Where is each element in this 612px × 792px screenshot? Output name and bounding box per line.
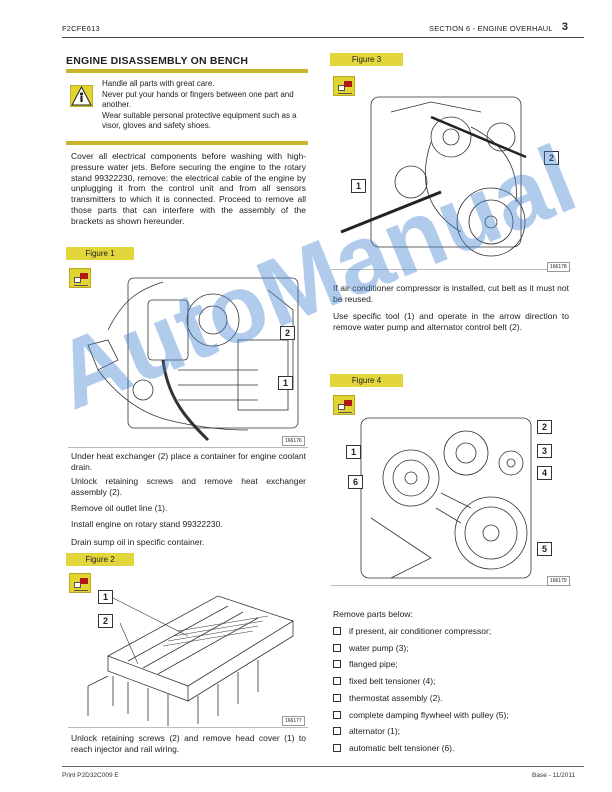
figure-2-image: 1 2 166177 — [68, 576, 308, 728]
callout-2: 2 — [280, 326, 295, 340]
section-heading-bar: ENGINE DISASSEMBLY ON BENCH — [66, 51, 308, 73]
print-code: Print P2D32C009 E — [62, 772, 119, 779]
callout-1: 1 — [278, 376, 293, 390]
warning-divider — [66, 141, 308, 145]
checkbox-icon — [333, 711, 341, 719]
step: Use specific tool (1) and operate in the… — [333, 311, 569, 332]
step: Remove oil outlet line (1). — [71, 503, 168, 513]
step: If air conditioner compressor is install… — [333, 283, 569, 304]
warning-person-icon — [70, 85, 93, 107]
checkbox-icon — [333, 727, 341, 735]
header-divider — [62, 37, 584, 38]
figure-4-icon — [333, 395, 355, 415]
warning-line: Wear suitable personal protective equipm… — [102, 110, 297, 131]
figure-code: 166179 — [547, 576, 570, 586]
safety-warning: Handle all parts with great care. Never … — [66, 79, 308, 135]
figure-2-label: Figure 2 — [66, 553, 134, 566]
section-heading: ENGINE DISASSEMBLY ON BENCH — [66, 55, 249, 67]
checkbox-icon — [333, 694, 341, 702]
callout-2: 2 — [98, 614, 113, 628]
figure-2-icon — [69, 573, 91, 593]
callout-2: 2 — [544, 151, 559, 165]
belt-drive-drawing — [340, 96, 527, 257]
remove-intro: Remove parts below: — [333, 609, 413, 619]
step: Unlock retaining screws (2) and remove h… — [71, 733, 306, 754]
head-cover-drawing — [87, 595, 294, 726]
warning-line: Never put your hands or fingers between … — [102, 89, 294, 110]
step: Under heat exchanger (2) place a contain… — [71, 451, 306, 472]
warning-line: Handle all parts with great care. — [102, 79, 215, 88]
figure-4-image: 2 1 3 4 6 5 166179 — [331, 408, 571, 586]
figure-1-image: 2 1 166176 — [68, 270, 308, 448]
callout-1: 1 — [351, 179, 366, 193]
figure-3-image: 2 1 166178 — [331, 82, 571, 272]
callout-5: 5 — [537, 542, 552, 556]
figure-code: 166176 — [282, 436, 305, 446]
checkbox-icon — [333, 744, 341, 752]
figure-1-label: Figure 1 — [66, 247, 134, 260]
checkbox-icon — [333, 644, 341, 652]
figure-4-label: Figure 4 — [330, 374, 403, 387]
section-title: SECTION 6 - ENGINE OVERHAUL — [429, 24, 553, 33]
page-number: 3 — [561, 21, 568, 33]
checkbox-icon — [333, 677, 341, 685]
figure-1-icon — [69, 268, 91, 288]
callout-3: 3 — [537, 444, 552, 458]
engine-heat-exchanger-drawing — [87, 277, 299, 442]
callout-1: 1 — [98, 590, 113, 604]
step: Install engine on rotary stand 99322230. — [71, 519, 223, 529]
callout-4: 4 — [537, 466, 552, 480]
callout-1: 1 — [346, 445, 361, 459]
base-date: Base - 11/2011 — [532, 772, 576, 779]
figure-code: 166177 — [282, 716, 305, 726]
step: Drain sump oil in specific container. — [71, 537, 205, 547]
footer-divider — [62, 766, 584, 767]
front-components-drawing — [360, 417, 532, 579]
checkbox-icon — [333, 627, 341, 635]
figure-3-icon — [333, 76, 355, 96]
figure-code: 166178 — [547, 262, 570, 272]
callout-6: 6 — [348, 475, 363, 489]
callout-2: 2 — [537, 420, 552, 434]
intro-paragraph: Cover all electrical components before w… — [71, 151, 306, 226]
step: Unlock retaining screws and remove heat … — [71, 476, 306, 497]
warning-text: Handle all parts with great care. Never … — [102, 79, 302, 132]
checkbox-icon — [333, 660, 341, 668]
doc-code: F2CFE613 — [62, 24, 100, 33]
figure-3-label: Figure 3 — [330, 53, 403, 66]
